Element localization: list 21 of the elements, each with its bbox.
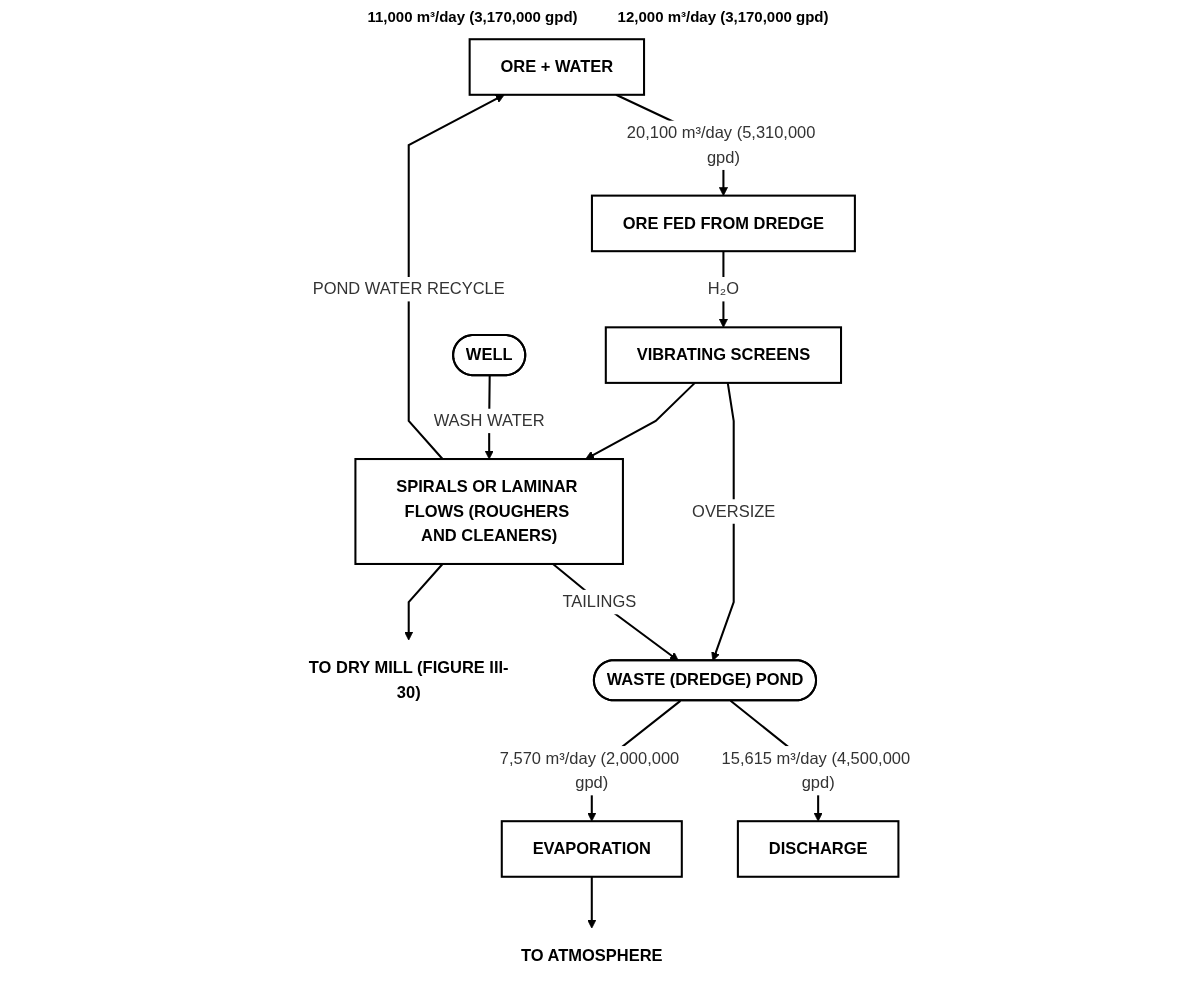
node-box: VIBRATING SCREENS — [604, 326, 843, 384]
flow-rate-note: 11,000 m³/day (3,170,000 gpd) — [367, 8, 578, 25]
arrow — [585, 382, 696, 460]
node-box: SPIRALS OR LAMINAR FLOWS (ROUGHERS AND CLEANERS) — [354, 458, 624, 565]
node-text: TO ATMOSPHERE — [521, 946, 663, 965]
node-box: DISCHARGE — [736, 820, 900, 878]
edge-label: 7,570 m³/day (2,000,000 gpd) — [499, 749, 680, 792]
node-text: TO DRY MILL (FIGURE III-30) — [308, 658, 509, 701]
node-box: ORE FED FROM DREDGE — [590, 194, 856, 253]
edge-label: WASH WATER — [433, 411, 545, 430]
edge-label: TAILINGS — [562, 592, 637, 611]
edge-label: H₂O — [707, 280, 739, 298]
edge-label: OVERSIZE — [692, 502, 776, 520]
node-box: ORE + WATER — [468, 38, 646, 96]
edge-label: 20,100 m³/day (5,310,000 gpd) — [626, 123, 816, 166]
flow-rate-note: 12,000 m³/day (3,170,000 gpd) — [617, 8, 829, 25]
node-box: EVAPORATION — [500, 820, 683, 878]
edge-label: POND WATER RECYCLE — [312, 280, 505, 298]
arrow — [587, 876, 597, 929]
edge-label: 15,615 m³/day (4,500,000 gpd) — [721, 749, 911, 792]
arrow — [404, 563, 444, 641]
